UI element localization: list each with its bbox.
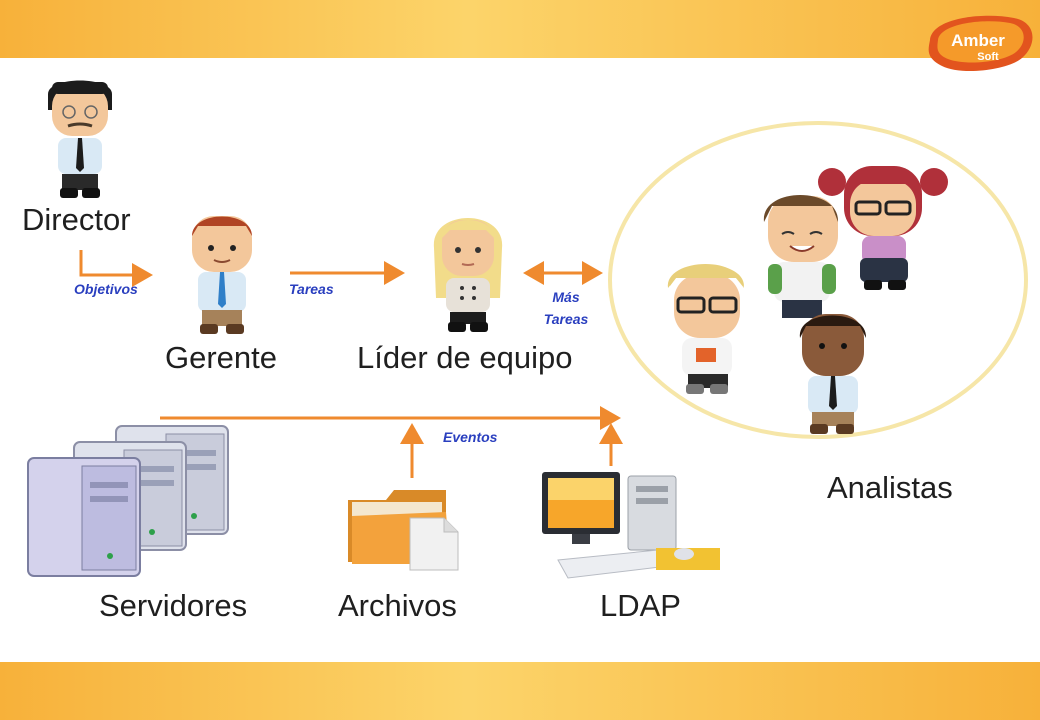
analyst-boy-figure: [763, 195, 839, 318]
director-label: Director: [22, 202, 131, 237]
logo-text-soft: Soft: [977, 51, 999, 63]
archivos-label: Archivos: [338, 588, 457, 623]
eventos-label: Eventos: [443, 429, 498, 445]
folder-icon: [348, 490, 459, 571]
gerente-figure: [192, 216, 252, 334]
mas-tareas-line2: Tareas: [543, 311, 589, 327]
analyst-blond-figure: [667, 263, 744, 394]
gerente-label: Gerente: [165, 340, 278, 375]
analistas-label: Analistas: [827, 470, 953, 505]
ambersoft-logo: Amber Soft: [928, 15, 1033, 72]
server-icon: [27, 425, 229, 577]
mas-tareas-label: Más Tareas: [536, 286, 596, 330]
mas-tareas-line1: Más: [552, 289, 580, 305]
objetivos-arrow: [79, 250, 153, 287]
servidores-label: Servidores: [99, 588, 248, 623]
analyst-figures: [667, 166, 948, 434]
ldap-label: LDAP: [600, 588, 681, 623]
bottom-banner: [0, 662, 1040, 720]
logo-text-amber: Amber: [951, 31, 1005, 50]
objetivos-label: Objetivos: [74, 281, 138, 297]
director-figure: [48, 80, 112, 198]
tareas-label: Tareas: [289, 281, 334, 297]
lider-figure: [433, 218, 503, 332]
analyst-girl-figure: [818, 166, 948, 290]
computer-icon: [542, 472, 720, 579]
analyst-tie-figure: [799, 314, 867, 434]
top-banner: [0, 0, 1040, 58]
lider-label: Líder de equipo: [357, 340, 573, 375]
